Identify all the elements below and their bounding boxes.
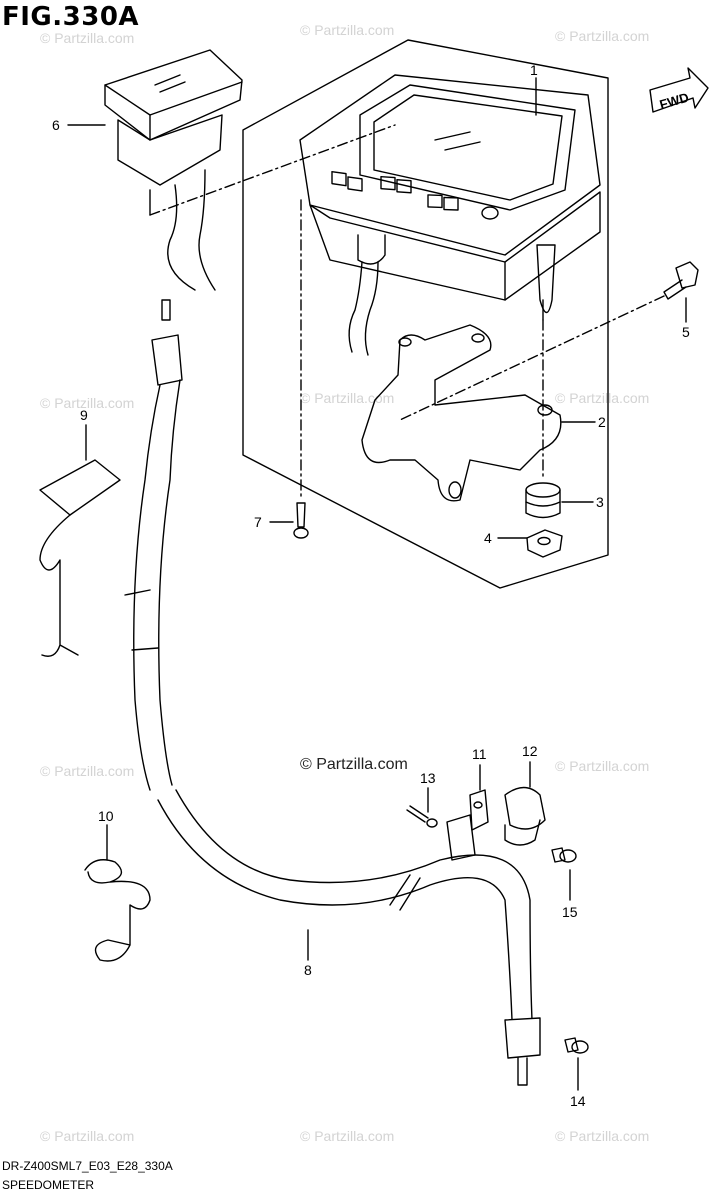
callout-9: 9 — [80, 407, 88, 423]
callout-14: 14 — [570, 1093, 586, 1109]
callout-7: 7 — [254, 514, 262, 530]
callout-4: 4 — [484, 530, 492, 546]
figure-title: FIG.330A — [2, 2, 140, 32]
bracket-hole — [471, 333, 485, 343]
watermark: © Partzilla.com — [555, 758, 650, 774]
model-code: DR-Z400SML7_E03_E28_330A — [2, 1159, 173, 1173]
watermark: © Partzilla.com — [40, 763, 135, 779]
nut — [526, 529, 563, 558]
clamp-wire-9 — [39, 514, 79, 657]
watermark: © Partzilla.com — [300, 390, 395, 406]
screw-7 — [293, 502, 309, 539]
clamp-12 — [504, 786, 546, 846]
assembly-boundary — [242, 39, 609, 589]
callout-2: 2 — [598, 414, 606, 430]
bracket-hole — [398, 337, 412, 347]
rivet-13 — [406, 805, 438, 828]
centerline — [149, 124, 396, 216]
clamp-wire-9 — [39, 459, 121, 516]
centerline — [399, 295, 665, 421]
fwd-arrow: FWD — [649, 67, 709, 113]
callout-1: 1 — [530, 62, 538, 78]
bracket — [361, 324, 562, 502]
cushion — [525, 482, 561, 519]
callout-6: 6 — [52, 117, 60, 133]
bracket-hole — [537, 404, 553, 416]
speedometer-meter — [299, 74, 601, 356]
watermark: © Partzilla.com — [40, 30, 135, 46]
screw-15 — [551, 847, 577, 863]
watermark: © Partzilla.com — [300, 22, 395, 38]
callout-3: 3 — [596, 494, 604, 510]
watermark: © Partzilla.com — [40, 1128, 135, 1144]
figure-caption: SPEEDOMETER — [2, 1178, 95, 1192]
bolt-5 — [663, 261, 699, 300]
callout-11: 11 — [472, 746, 487, 762]
watermark: © Partzilla.com — [40, 395, 135, 411]
watermark: © Partzilla.com — [300, 1128, 395, 1144]
callout-8: 8 — [304, 962, 312, 978]
indicator-lamp — [104, 49, 243, 291]
callout-10: 10 — [98, 808, 114, 824]
watermark: © Partzilla.com — [555, 1128, 650, 1144]
speedometer-cable — [124, 299, 541, 1086]
callout-13: 13 — [420, 770, 436, 786]
bracket-11 — [446, 789, 489, 861]
callout-15: 15 — [562, 904, 578, 920]
callout-12: 12 — [522, 743, 538, 759]
watermark: © Partzilla.com — [555, 390, 650, 406]
watermark: © Partzilla.com — [555, 28, 650, 44]
callout-5: 5 — [682, 324, 690, 340]
bracket-hole — [448, 481, 462, 499]
watermark-main: © Partzilla.com — [300, 756, 408, 773]
clamp-wire-10 — [84, 859, 151, 962]
screw-14 — [564, 1037, 589, 1054]
